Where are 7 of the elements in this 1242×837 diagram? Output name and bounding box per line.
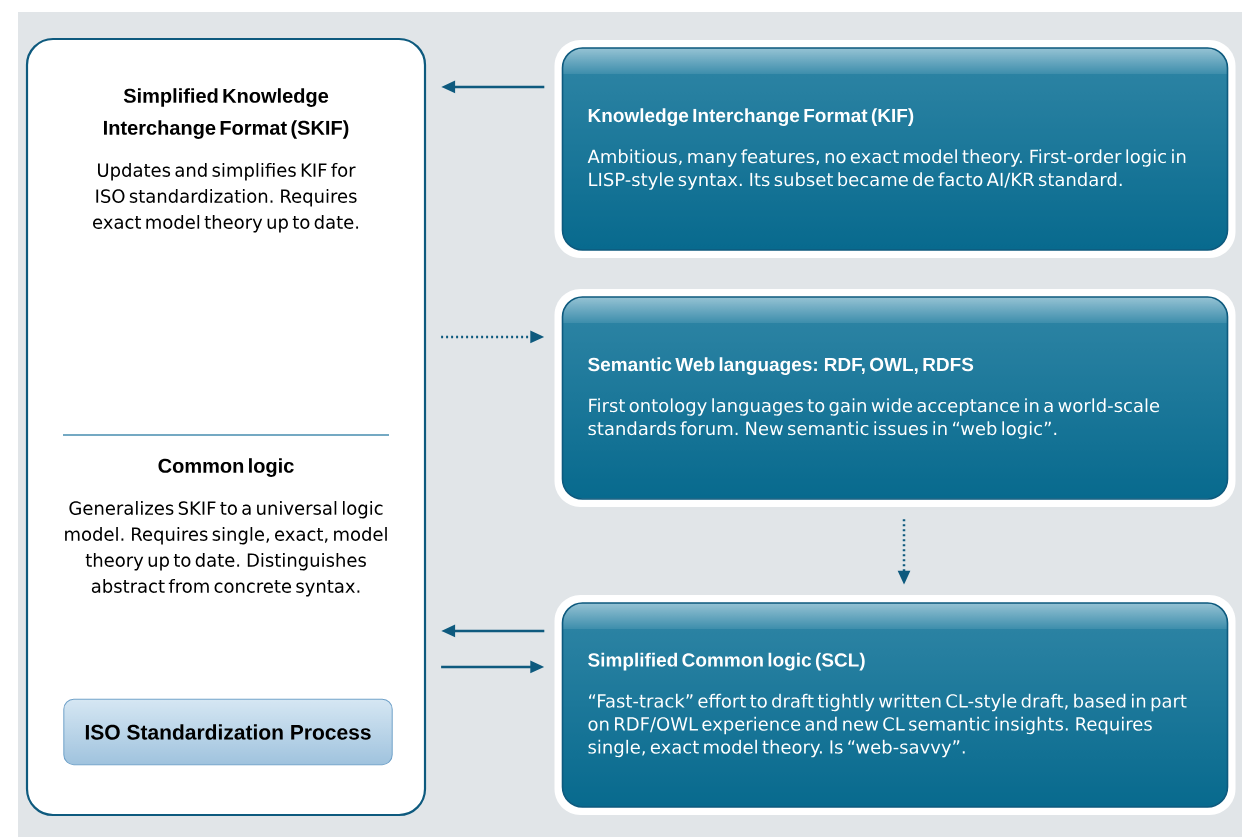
- section-text: Simplified Knowledge Interchange Format (SKIF) Updates and simplifies KIF for ISO standardization. Requires exact model theory up to date.: [93, 88, 359, 233]
- process-button: ISO Standardization Process: [56, 692, 400, 772]
- info-box: Semantic Web languages: RDF, OWL, RDFS First ontology languages to gain wide acceptance in a world-scale standards forum. New semantic issues in “web logic”.: [554, 289, 1236, 507]
- info-box: Simplified Common logic (SCL) “Fast-track” effort to draft tightly written CL-style draft, based in part on RDF/OWL experience and new CL semantic insights. Requires single, exact model theory. Is “web-savvy”.: [554, 595, 1236, 815]
- info-box: Knowledge Interchange Format (KIF) Ambitious, many features, no exact model theory. First-order logic in LISP-style syntax. Its subset became de facto AI/KR standard.: [554, 40, 1236, 258]
- panel: [25, 37, 427, 817]
- section-text: Common logic Generalizes SKIF to a universal logic model. Requires single, exact, model theory up to date. Distinguishes abstract from concrete syntax.: [65, 458, 387, 597]
